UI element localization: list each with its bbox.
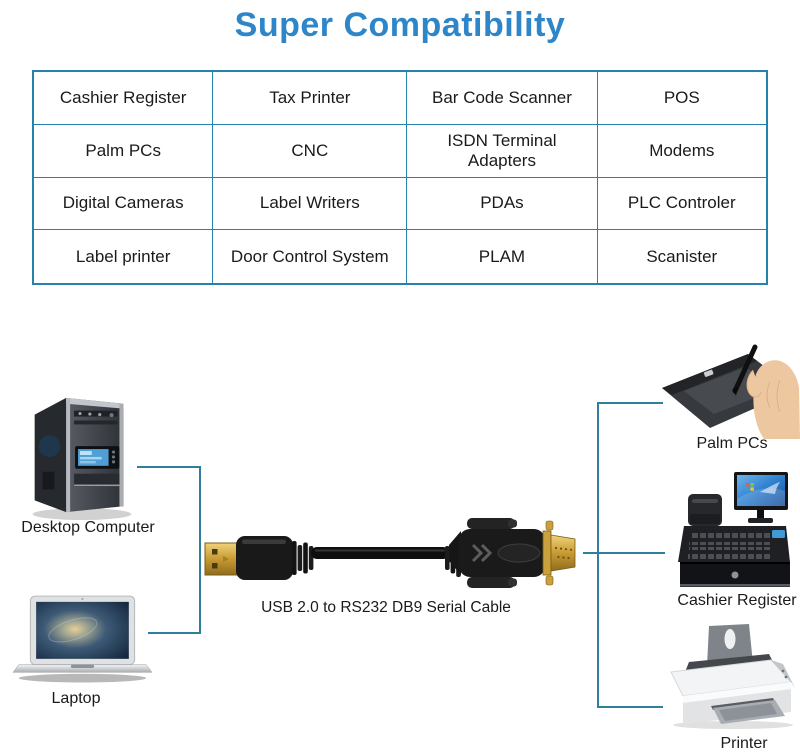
table-cell: PDAs bbox=[407, 177, 598, 231]
graphics-tablet-icon bbox=[662, 344, 800, 439]
table-cell: PLC Controler bbox=[597, 178, 766, 231]
cashier-register-illustration bbox=[676, 470, 792, 590]
pos-machine-icon bbox=[678, 472, 790, 587]
laptop-icon bbox=[12, 595, 152, 683]
table-cell: Label printer bbox=[34, 230, 214, 283]
table-cell: Bar Code Scanner bbox=[407, 72, 598, 125]
printer-icon bbox=[670, 624, 795, 729]
table-cell: Modems bbox=[597, 125, 766, 178]
connector-line-left-vertical bbox=[199, 466, 201, 634]
palm-pcs-label: Palm PCs bbox=[696, 435, 768, 452]
table-cell: ISDN Terminal Adapters bbox=[407, 124, 598, 178]
connector-line-desktop bbox=[137, 466, 201, 468]
palm-pcs-illustration bbox=[658, 342, 800, 440]
desktop-computer-illustration bbox=[20, 385, 140, 523]
table-cell: CNC bbox=[213, 124, 408, 178]
table-cell: POS bbox=[597, 72, 766, 125]
table-cell: Digital Cameras bbox=[34, 177, 214, 231]
usb-rs232-cable-illustration bbox=[203, 505, 583, 605]
table-cell: Door Control System bbox=[213, 230, 408, 283]
connector-line-laptop bbox=[148, 632, 201, 634]
table-cell: Tax Printer bbox=[213, 72, 408, 125]
connector-line-cashier bbox=[583, 552, 665, 554]
printer-label: Printer bbox=[720, 735, 768, 752]
cashier-register-label: Cashier Register bbox=[677, 592, 797, 609]
desktop-tower-icon bbox=[32, 397, 132, 521]
cable-label: USB 2.0 to RS232 DB9 Serial Cable bbox=[261, 599, 511, 616]
connector-line-palm-pcs bbox=[597, 402, 663, 404]
laptop-illustration bbox=[12, 594, 152, 686]
desktop-computer-label: Desktop Computer bbox=[21, 519, 155, 536]
laptop-label: Laptop bbox=[51, 690, 101, 707]
compatibility-table: Cashier Register Tax Printer Bar Code Sc… bbox=[32, 70, 768, 285]
usb-serial-cable-icon bbox=[204, 518, 576, 588]
connector-line-printer bbox=[597, 706, 663, 708]
printer-illustration bbox=[655, 624, 797, 730]
table-cell: PLAM bbox=[407, 230, 598, 283]
page-title: Super Compatibility bbox=[234, 6, 566, 44]
table-cell: Scanister bbox=[646, 246, 718, 266]
table-cell: Label Writers bbox=[213, 177, 408, 231]
connector-line-right-vertical bbox=[597, 402, 599, 708]
table-cell: Cashier Register bbox=[34, 72, 214, 125]
table-cell: Palm PCs bbox=[34, 124, 214, 178]
